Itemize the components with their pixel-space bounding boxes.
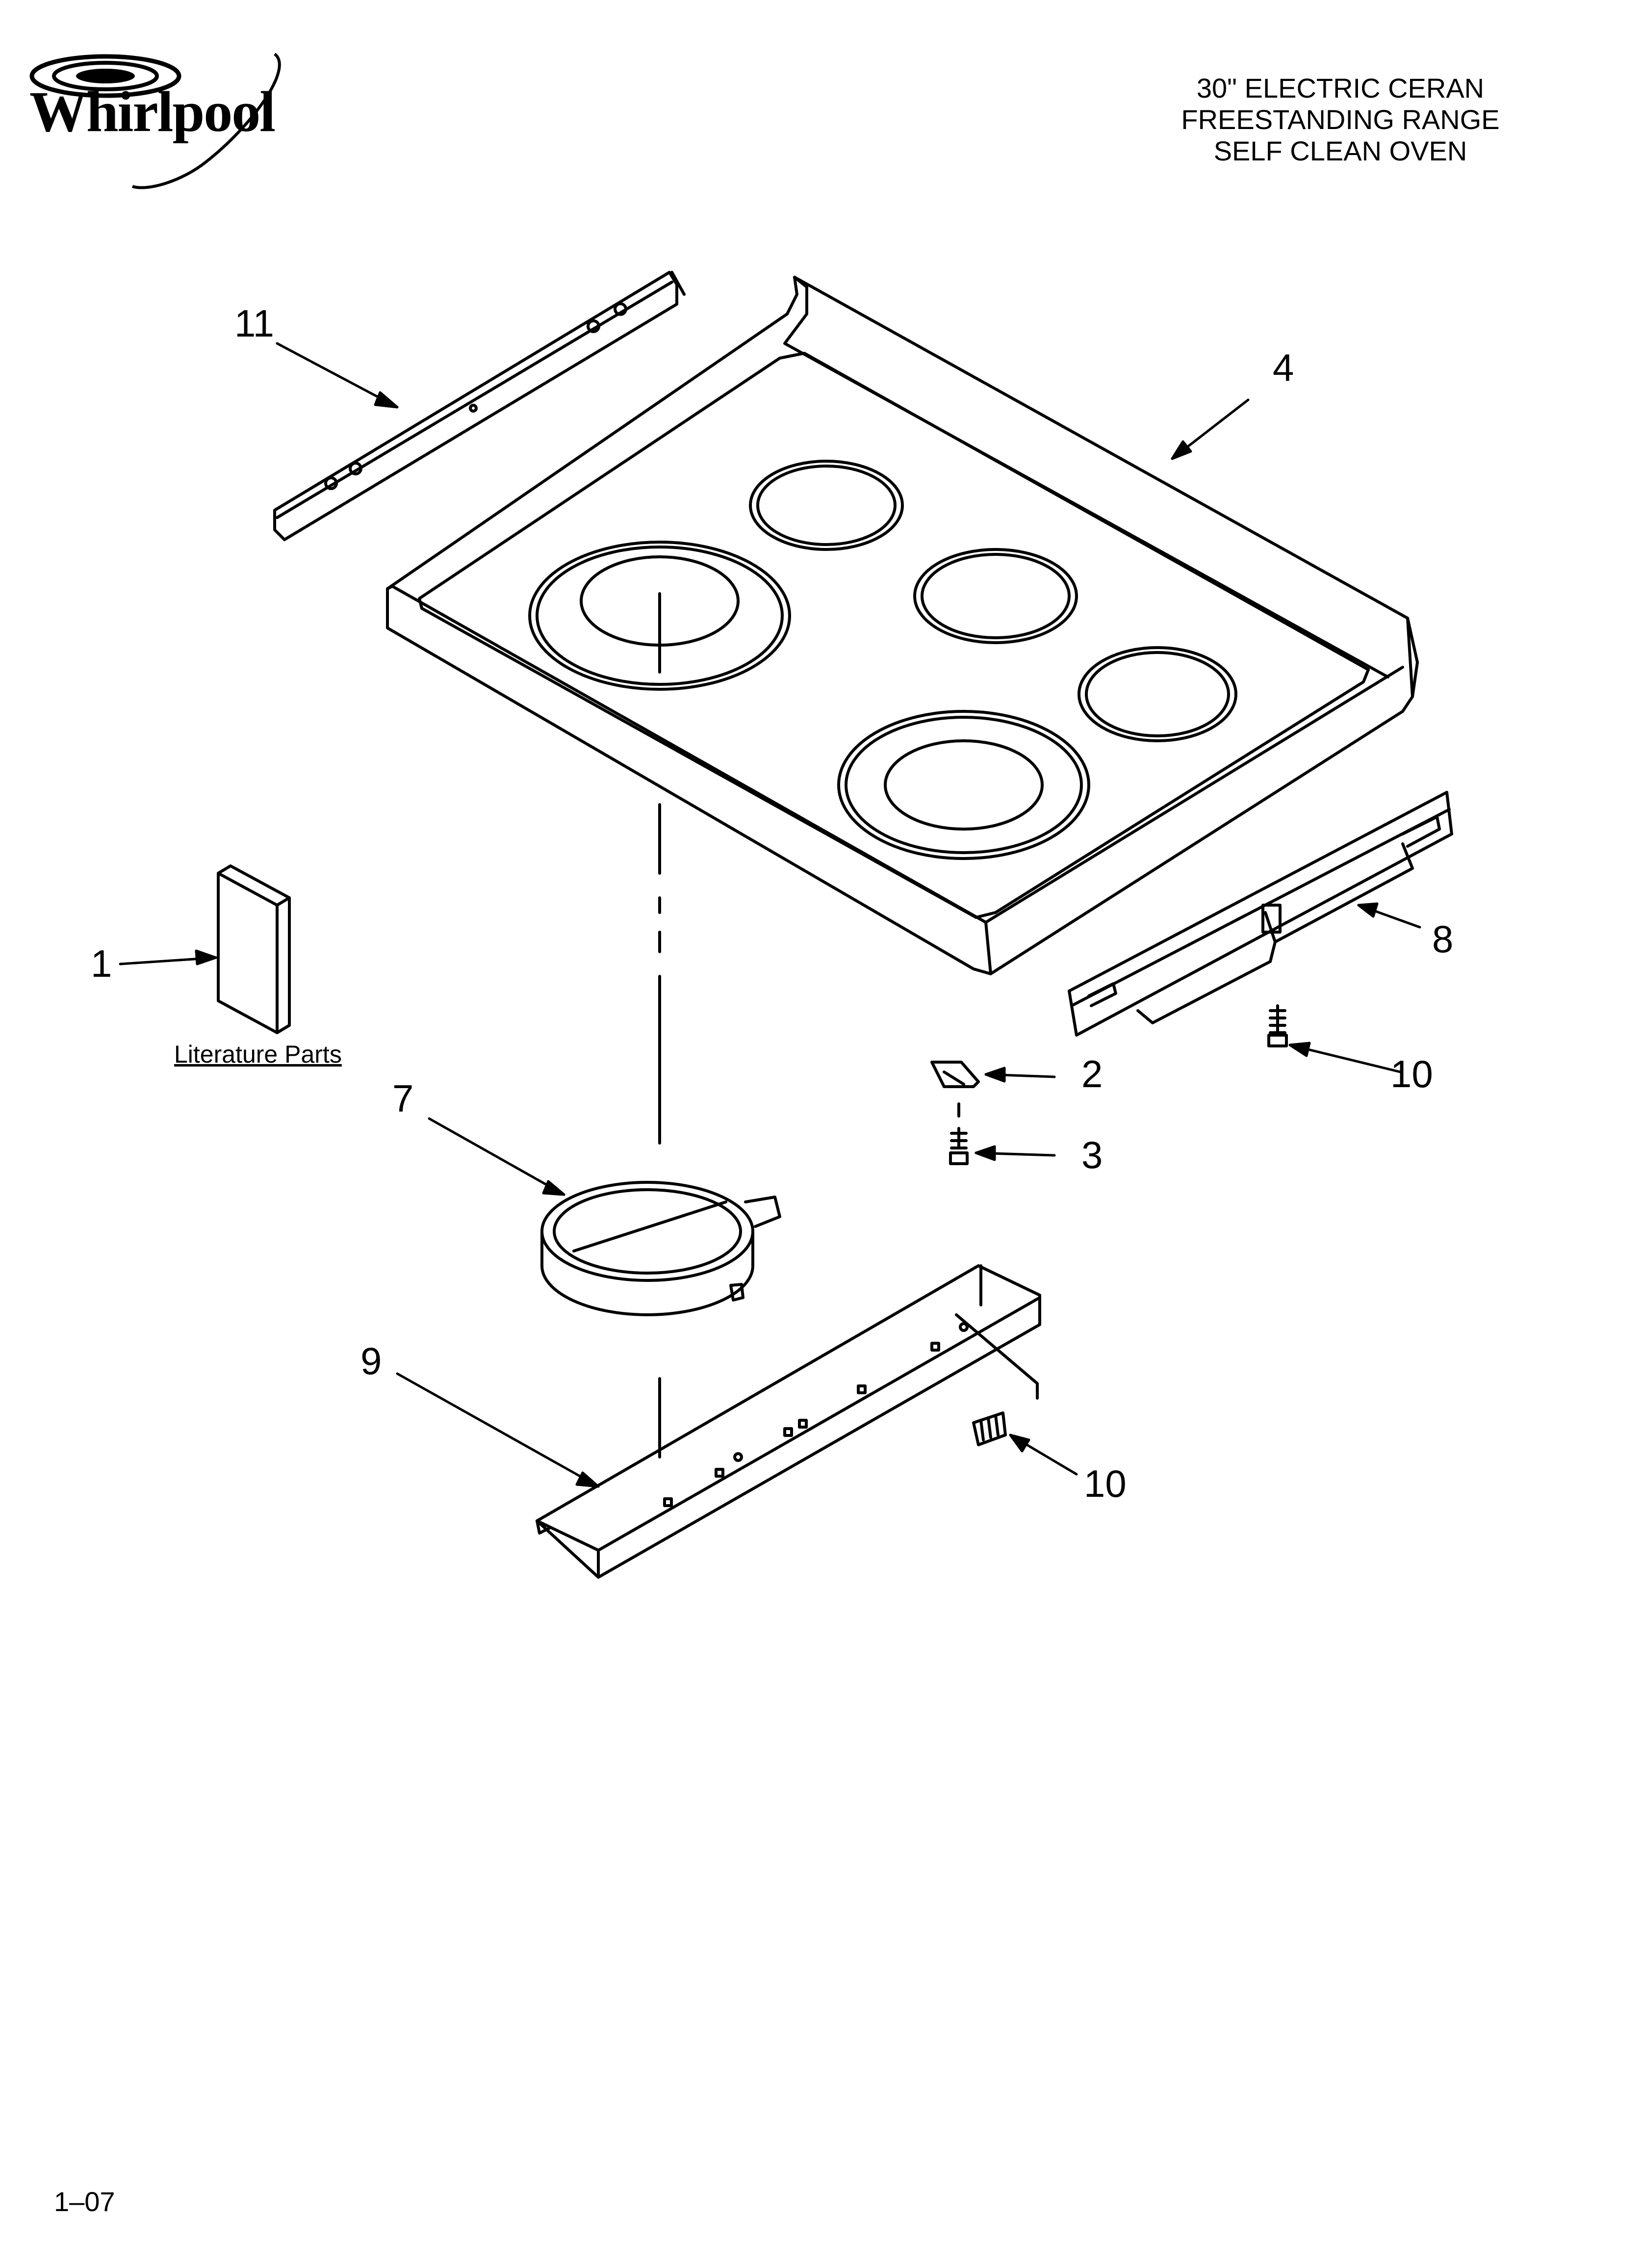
- callout-2: 2: [1081, 1052, 1103, 1095]
- header-line-2: FREESTANDING RANGE: [1181, 104, 1500, 135]
- burner-center: [913, 548, 1078, 644]
- burner-left-rear-ring: [756, 465, 897, 546]
- logo-swoosh: [132, 52, 281, 189]
- part-2-clip: [930, 1061, 980, 1118]
- callout-3: 3: [1081, 1133, 1103, 1176]
- callout-10-lower: 10: [1084, 1462, 1127, 1505]
- page-number: 1–07: [54, 2186, 115, 2217]
- burner-left-front-ring: [536, 546, 784, 686]
- burner-right-front-ring: [845, 716, 1083, 854]
- callout-7: 7: [392, 1077, 414, 1120]
- header-line-1: 30" ELECTRIC CERAN: [1196, 73, 1485, 104]
- burner-right-rear-ring: [1085, 651, 1230, 737]
- burner-left-front-outer: [528, 541, 791, 691]
- brand-name: Whirlpool: [29, 79, 276, 144]
- part-4-cooktop: [386, 276, 1419, 975]
- whirlpool-logo: [29, 52, 281, 189]
- burner-center-ring: [921, 553, 1071, 639]
- burner-right-rear: [1078, 646, 1237, 742]
- callout-10-upper: 10: [1390, 1052, 1433, 1095]
- callout-4: 4: [1273, 346, 1294, 389]
- header-line-3: SELF CLEAN OVEN: [1213, 135, 1467, 166]
- leader-lines: [119, 342, 1421, 1488]
- logo-swirl-mid: [52, 61, 159, 91]
- logo-swirl-inner: [76, 69, 135, 83]
- header-title: 30" ELECTRIC CERAN FREESTANDING RANGE SE…: [1120, 73, 1561, 167]
- part-9-front-rail: [536, 1264, 1041, 1579]
- logo-swirl-outer: [29, 54, 181, 98]
- part-8-bracket: [1068, 791, 1453, 1037]
- callout-1: 1: [91, 942, 112, 985]
- part-10-screw-lower: [955, 1313, 1039, 1446]
- part-10-screw-upper: [1267, 1004, 1288, 1047]
- burner-left-rear: [749, 460, 904, 551]
- callout-8: 8: [1432, 917, 1454, 961]
- callout-11: 11: [234, 302, 274, 345]
- part-3-screw: [949, 1127, 969, 1165]
- burner-right-front-inner: [884, 739, 1044, 831]
- part-11-rear-rail: [273, 271, 686, 541]
- callout-9: 9: [360, 1339, 382, 1382]
- part-7-radiant-element: [540, 1181, 781, 1316]
- burner-right-front-outer: [837, 710, 1090, 860]
- literature-parts-label: Literature Parts: [174, 1041, 342, 1068]
- part-1-literature: [217, 864, 291, 1034]
